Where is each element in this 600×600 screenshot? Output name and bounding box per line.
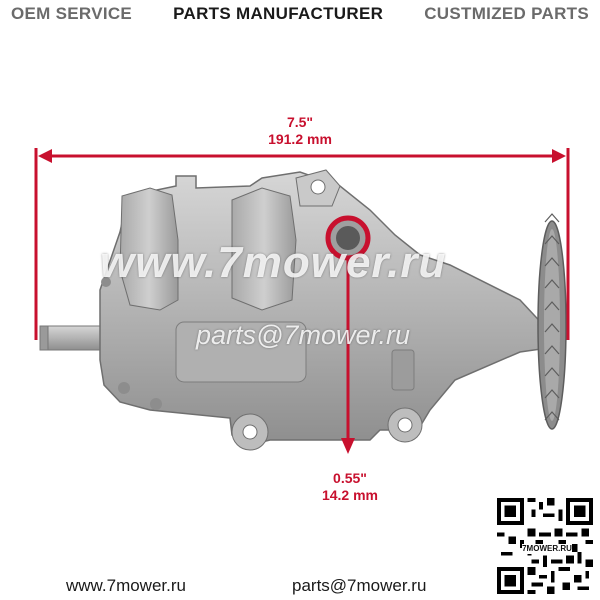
pump-housing — [99, 169, 549, 451]
watermark-email: parts@7mower.ru — [196, 320, 410, 350]
port-dimension-label: 0.55" 14.2 mm — [300, 470, 400, 504]
drive-sprocket — [537, 213, 567, 430]
length-dimension-label: 7.5" 191.2 mm — [250, 114, 350, 148]
banner-oem-service: OEM SERVICE — [11, 4, 133, 23]
port-millimeters: 14.2 mm — [321, 487, 379, 503]
banner-customized-parts: CUSTMIZED PARTS — [424, 4, 589, 23]
top-banner: OEM SERVICE PARTS MANUFACTURER CUSTMIZED… — [0, 0, 600, 28]
length-millimeters: 191.2 mm — [268, 131, 332, 147]
length-dimension-line — [34, 148, 570, 340]
port-inches: 0.55" — [333, 470, 367, 486]
length-inches: 7.5" — [286, 114, 314, 130]
banner-parts-manufacturer: PARTS MANUFACTURER — [173, 4, 384, 23]
footer-website-link[interactable]: www.7mower.ru — [66, 576, 186, 595]
watermark-site: www.7mower.ru — [100, 238, 447, 287]
footer-email-link[interactable]: parts@7mower.ru — [292, 576, 427, 595]
qr-caption: 7MOWER.RU — [522, 544, 572, 554]
drive-shaft — [39, 325, 107, 351]
port-dimension-marker — [325, 215, 371, 454]
